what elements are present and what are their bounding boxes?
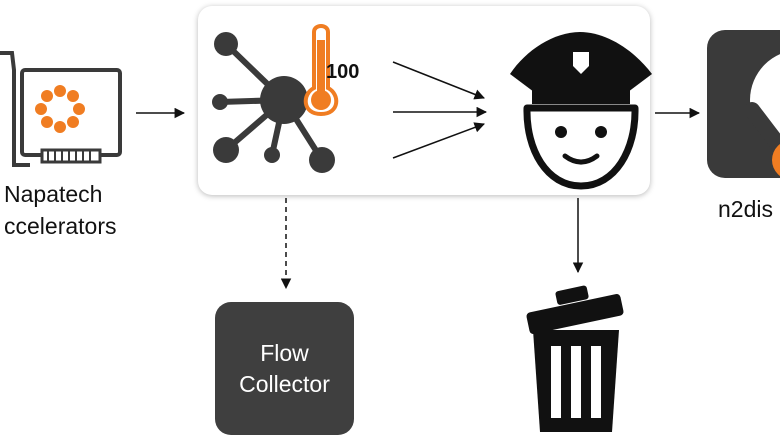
n2disk-label: n2dis	[718, 196, 773, 222]
network-thermometer-icon	[212, 24, 339, 173]
edges-probe-policer	[392, 61, 488, 159]
police-officer-icon	[510, 32, 652, 190]
network-card-icon	[0, 51, 122, 167]
accelerators-label-line1: Napatech	[4, 181, 103, 207]
probe-badge: 100	[326, 61, 359, 83]
accelerator-ring	[35, 85, 85, 133]
flow-collector-box: Flow Collector	[215, 302, 354, 435]
accelerators-label-line2: ccelerators	[4, 213, 117, 239]
hard-disk-icon	[707, 30, 780, 178]
flow-collector-label-line1: Flow	[260, 339, 309, 366]
trash-can-icon	[526, 285, 624, 432]
flow-collector-label-line2: Collector	[239, 370, 330, 397]
